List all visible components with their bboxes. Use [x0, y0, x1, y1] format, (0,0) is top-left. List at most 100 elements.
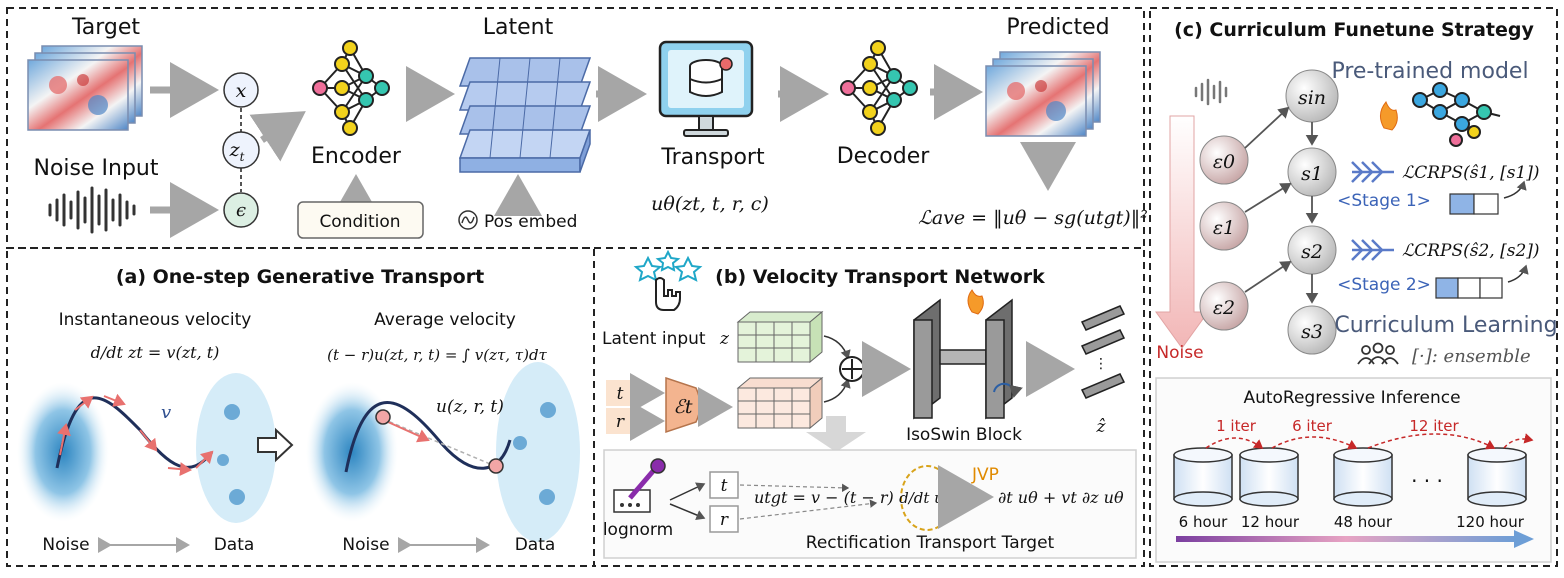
noise-label-right: Noise	[342, 535, 389, 555]
ddt-u-theta: d/dt uθ	[899, 489, 953, 507]
iter-label-6: 6 iter	[1292, 417, 1333, 435]
latent-grid-stack	[458, 57, 592, 173]
average-velocity-label: Average velocity	[374, 310, 516, 330]
eps-t-label: ℰt	[673, 396, 693, 418]
pos-embed-label: Pos embed	[484, 212, 577, 232]
t-sample-box	[709, 471, 739, 499]
hour-label-6: 6 hour	[1179, 513, 1229, 531]
iter-label-1: 1 iter	[1216, 417, 1257, 435]
transport-equation: uθ(zt, t, r, c)	[651, 193, 769, 215]
data-label-right: Data	[515, 535, 556, 555]
predicted-label: Predicted	[1006, 15, 1109, 40]
condition-box	[297, 201, 424, 239]
average-chord	[382, 418, 496, 467]
eps0-label: ε0	[1213, 151, 1235, 173]
iter-arc-next	[1503, 433, 1534, 449]
eps2-label: ε2	[1213, 297, 1235, 319]
eps1-sphere	[1199, 201, 1249, 251]
eps0-sphere	[1199, 135, 1249, 185]
stage1-label: <Stage 1>	[1337, 191, 1431, 211]
transport-label: Transport	[660, 145, 765, 170]
average-velocity-arrow	[387, 421, 430, 443]
panel-b-border	[593, 247, 1145, 567]
transport-monitor-icon	[658, 40, 754, 137]
zhat-label: ẑ	[1096, 417, 1107, 437]
stage1-ensemble-cell-2	[1473, 193, 1499, 215]
pointer-stars-icon	[633, 249, 703, 311]
latent-label: Latent	[483, 15, 554, 40]
panel-b-title: (b) Velocity Transport Network	[715, 266, 1045, 288]
noise-label-left: Noise	[42, 535, 89, 555]
output-tokens-icon	[1080, 305, 1126, 399]
rectification-label: Rectification Transport Target	[806, 533, 1055, 553]
pretrained-network-icon	[1412, 82, 1501, 147]
ensemble-people-icon	[1357, 342, 1399, 365]
flame-icon	[967, 289, 984, 315]
output-token-dots: ⋮	[1094, 356, 1108, 372]
hour-label-120: 120 hour	[1456, 513, 1525, 531]
cylinder-48-hour	[1333, 447, 1393, 507]
encoder-label: Encoder	[311, 144, 402, 169]
point-r	[375, 409, 391, 425]
eps1-label: ε1	[1213, 217, 1235, 239]
ellipsis-dots: · · ·	[1411, 469, 1443, 493]
r-input-label: r	[616, 412, 625, 432]
lognorm-sampler-icon	[613, 458, 666, 513]
cylinder-12-hour	[1239, 447, 1299, 507]
eps2-sphere	[1199, 281, 1249, 331]
lognorm-label: lognorm	[603, 520, 673, 540]
ensemble-legend: [·]: ensemble	[1412, 346, 1531, 367]
pretrained-model-label: Pre-trained model	[1331, 59, 1528, 84]
transition-arrow-icon	[257, 427, 294, 463]
velocity-v-label: v	[161, 402, 171, 423]
s2-label: s2	[1301, 241, 1323, 263]
stage1-ensemble-cell-1	[1449, 193, 1475, 215]
utgt-equation: utgt = v − (t − r)	[754, 488, 894, 507]
up-arrow-to-network	[806, 416, 866, 452]
stage2-ensemble-cell-1	[1435, 277, 1459, 299]
autoregressive-title: AutoRegressive Inference	[1243, 388, 1460, 408]
r-sample-label: r	[720, 510, 729, 530]
noise-input-label: Noise Input	[34, 156, 159, 181]
waveform-icon	[48, 186, 136, 234]
latent-z-label: z	[719, 329, 730, 349]
panel-c-title: (c) Curriculum Funetune Strategy	[1174, 19, 1534, 41]
stage2-chevrons	[1351, 239, 1394, 261]
isoswin-block-icon	[913, 298, 1023, 420]
s-in-label: sin	[1298, 87, 1326, 109]
jvp-label: JVP	[971, 465, 999, 485]
timeline-arrowhead	[1514, 530, 1534, 548]
encoder-network-icon	[312, 40, 390, 136]
u-label: u(z, r, t)	[436, 397, 504, 417]
condition-label: Condition	[319, 212, 400, 232]
iter-label-12: 12 iter	[1409, 417, 1459, 435]
jvp-equation: ∂t uθ + vt ∂z uθ	[998, 488, 1124, 507]
iter-arc-6	[1271, 436, 1358, 450]
time-embedding-cube	[736, 376, 824, 430]
s1-label: s1	[1301, 163, 1323, 185]
iter-arc-1	[1205, 437, 1264, 449]
hour-label-12: 12 hour	[1241, 513, 1300, 531]
t-input-label: t	[617, 384, 624, 404]
latent-input-label: Latent input	[602, 329, 706, 349]
t-input-box	[606, 380, 634, 406]
eps-node-label: ϵ	[236, 200, 246, 221]
hour-label-48: 48 hour	[1334, 513, 1393, 531]
data-distribution-right	[496, 362, 580, 542]
data-label-left: Data	[214, 535, 255, 555]
panel-c-border	[1149, 7, 1558, 567]
instantaneous-velocity-equation: d/dt zt = v(zt, t)	[91, 343, 220, 362]
instantaneous-velocity-label: Instantaneous velocity	[59, 310, 252, 330]
s3-sphere	[1287, 305, 1337, 355]
latent-input-cube	[736, 310, 824, 364]
loss-crps-stage2: ℒCRPS(ŝ2, [s2])	[1402, 241, 1540, 261]
stage2-label: <Stage 2>	[1337, 275, 1431, 295]
curriculum-learning-label: Curriculum Learning	[1334, 313, 1557, 338]
noise-arrow-label: Noise	[1156, 343, 1203, 363]
timeline-bar	[1176, 536, 1516, 542]
stage1-chevrons	[1351, 161, 1394, 183]
data-distribution-left	[196, 373, 276, 523]
point-t	[488, 458, 504, 474]
noise-down-arrow	[1155, 115, 1209, 349]
